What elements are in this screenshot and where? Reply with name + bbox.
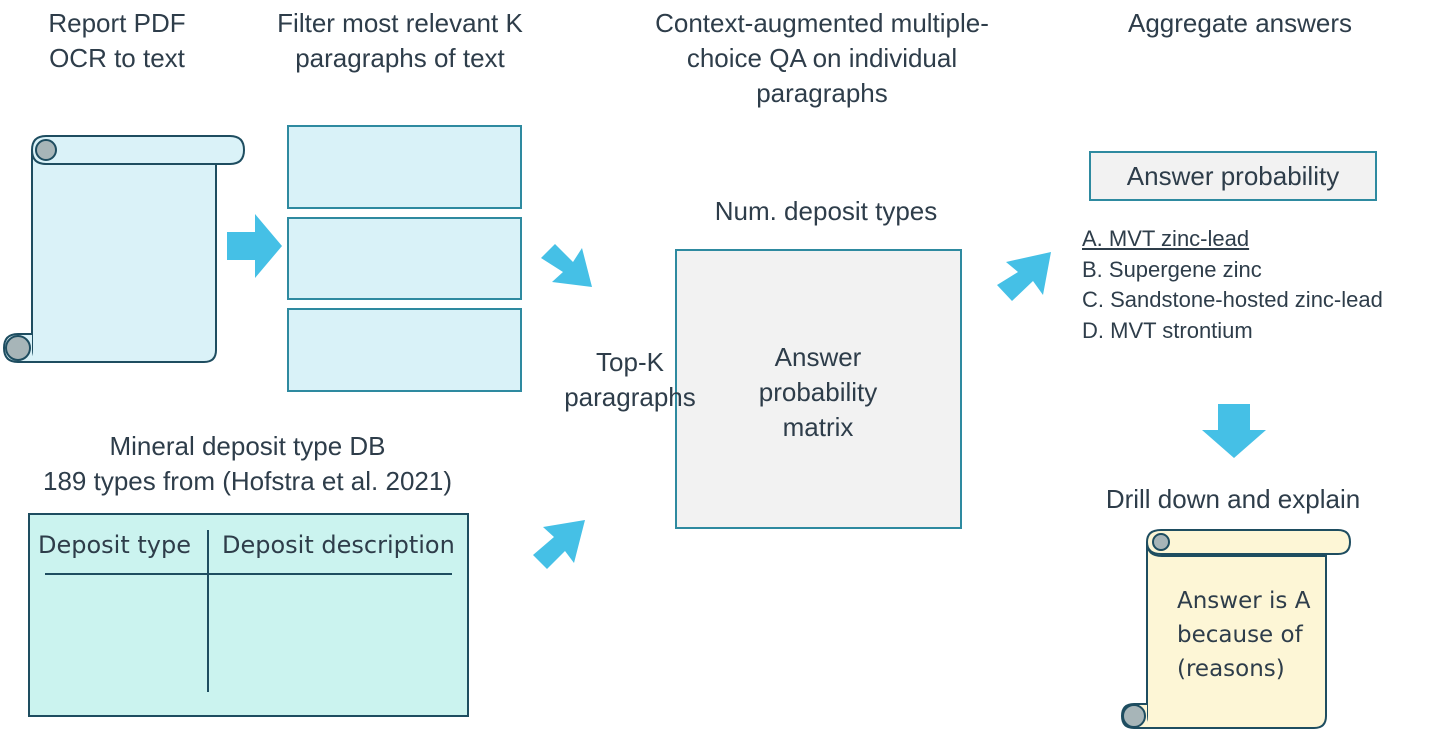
step1-label: Report PDF OCR to text (22, 6, 212, 76)
arrow-up-right-icon-2 (997, 252, 1051, 301)
topk-line2: paragraphs (564, 382, 696, 412)
step1-line2: OCR to text (49, 43, 185, 73)
answer-probability-box (1089, 151, 1377, 201)
answer-probability-title: Answer probability (1126, 161, 1340, 191)
answer-option-c: C. Sandstone-hosted zinc-lead (1082, 287, 1383, 312)
arrow-down-right-icon (541, 244, 592, 287)
explanation-scroll-icon (1120, 529, 1352, 729)
db-column-deposit-type: Deposit type (38, 531, 191, 559)
step2-line2: paragraphs of text (295, 43, 505, 73)
report-scroll-icon (2, 135, 246, 363)
paragraph-box-1 (287, 125, 522, 209)
explanation-line3: (reasons) (1177, 656, 1285, 682)
arrow-up-right-icon (533, 520, 585, 569)
arrow-right-icon (227, 214, 282, 278)
topk-line1: Top-K (596, 347, 664, 377)
matrix-line2: probability (758, 377, 878, 407)
step4-label: Aggregate answers (1100, 6, 1380, 41)
arrow-down-icon (1202, 404, 1266, 458)
topk-label: Top-K paragraphs (555, 345, 705, 415)
step3-line3: paragraphs (756, 78, 888, 108)
matrix-line3: matrix (782, 412, 854, 442)
db-column-deposit-description: Deposit description (222, 531, 455, 559)
step3-label: Context-augmented multiple- choice QA on… (622, 6, 1022, 111)
answer-options-list: A. MVT zinc-lead B. Supergene zinc C. Sa… (1082, 224, 1383, 346)
step2-label: Filter most relevant K paragraphs of tex… (250, 6, 550, 76)
step3-line2: choice QA on individual (686, 43, 958, 73)
matrix-line1: Answer (774, 342, 862, 372)
deposit-db-table (28, 513, 469, 717)
probability-matrix-box (675, 249, 962, 529)
explanation-line1: Answer is A (1177, 588, 1311, 614)
step2-line1: Filter most relevant K (277, 8, 523, 38)
answer-option-b: B. Supergene zinc (1082, 256, 1262, 282)
step3-line1: Context-augmented multiple- (655, 8, 989, 38)
answer-option-d: D. MVT strontium (1082, 317, 1253, 343)
paragraph-box-2 (287, 217, 522, 300)
matrix-top-label: Num. deposit types (714, 196, 938, 226)
db-title: Mineral deposit type DB 189 types from (… (10, 429, 485, 499)
step1-line1: Report PDF (48, 8, 186, 38)
step4-line1: Aggregate answers (1127, 8, 1353, 38)
explanation-text: Answer is A because of (reasons) (1177, 584, 1310, 686)
paragraph-box-3 (287, 308, 522, 392)
db-title-line2: 189 types from (Hofstra et al. 2021) (43, 466, 452, 496)
answer-option-a: A. MVT zinc-lead (1082, 226, 1250, 251)
explanation-line2: because of (1177, 622, 1303, 648)
matrix-center-label: Answer probability matrix (718, 340, 918, 445)
db-title-line1: Mineral deposit type DB (109, 431, 386, 461)
drill-down-title: Drill down and explain (1105, 484, 1361, 514)
